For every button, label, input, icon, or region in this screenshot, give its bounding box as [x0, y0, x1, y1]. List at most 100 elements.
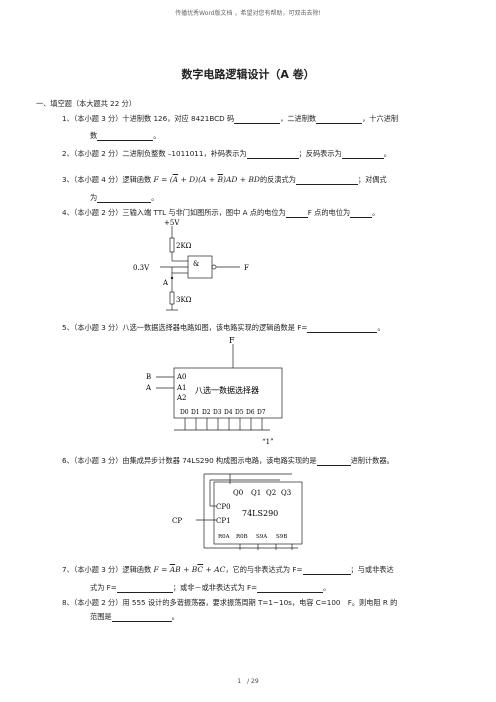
q5-text: 。 — [377, 323, 385, 332]
pin-d7: D7 — [257, 409, 266, 416]
pin-d0: D0 — [180, 409, 189, 416]
q3-formula: F = (A + D)(A + B)AD + BD — [153, 175, 260, 184]
q1-text: ，二进制数 — [280, 114, 317, 123]
q8-text: 。 — [171, 612, 179, 621]
q5-blank[interactable] — [307, 325, 378, 333]
q1-text: ，十六进制 — [362, 114, 399, 123]
logic-one-label: “1” — [262, 438, 274, 446]
question-2: 2、（本小题 2 分）二进制负整数 –1011011，补码表示为 ；反码表示为 。 — [62, 149, 391, 159]
vin-label: 0.3V — [133, 264, 150, 272]
q7-blank-2[interactable] — [116, 585, 173, 593]
pin-d5: D5 — [235, 409, 244, 416]
page-number: 1 / 29 — [237, 678, 259, 685]
pin-q0: Q0 — [233, 489, 243, 497]
pin-d3: D3 — [213, 409, 222, 416]
q4-text: 4、（本小题 2 分）三输入端 TTL 与非门如图所示，图中 A 点的电位为 — [62, 208, 286, 217]
input-b-label: B — [146, 373, 151, 381]
input-a-label: A — [145, 384, 152, 392]
page-title: 数字电路逻辑设计（A 卷） — [181, 68, 315, 81]
pin-q2: Q2 — [266, 489, 276, 497]
question-8: 8、（本小题 2 分）用 555 设计的多谐振荡器，要求振荡周期 T=1~10s… — [62, 598, 397, 608]
pin-q3: Q3 — [281, 489, 291, 497]
q3-blank-2[interactable] — [97, 195, 152, 203]
q1-text: 数 — [90, 131, 98, 140]
r2-label: 3KΩ — [176, 296, 192, 304]
gate-symbol: & — [193, 260, 199, 268]
pin-s9a: S9A — [256, 534, 268, 540]
q3-text: 3、（本小题 4 分）逻辑函数 — [62, 175, 152, 184]
output-label: F — [244, 264, 249, 272]
q3-text: 。 — [151, 193, 159, 202]
banner: 传播优秀Word版文档 ，希望对您有帮助，可双击去除! — [175, 10, 321, 17]
q7-blank-1[interactable] — [302, 567, 351, 575]
q2-text: 2、（本小题 2 分）二进制负整数 –1011011，补码表示为 — [62, 149, 247, 158]
question-7: 7、（本小题 3 分）逻辑函数 F = AB + BC + AC，它的与非表达式… — [62, 565, 394, 575]
pin-r0b: R0B — [236, 534, 248, 540]
q7-text: ；与或非表达 — [350, 565, 394, 574]
q4-blank-1[interactable] — [285, 210, 308, 218]
question-1-cont: 数。 — [90, 131, 160, 141]
mux-figure: F B A A0 A1 A2 八选一数据选择器 D0 D1 D2 D3 D4 D… — [145, 336, 283, 446]
q7-blank-3[interactable] — [257, 585, 324, 593]
q3-blank-1[interactable] — [295, 177, 358, 185]
question-5: 5、（本小题 3 分）八选一数据选择器电路如图，该电路实现的逻辑函数是 F= 。 — [62, 323, 385, 333]
q6-text: 6、（本小题 3 分）由集成异步计数器 74LS290 构成图示电路，该电路实现… — [62, 456, 317, 465]
q6-text: 进制计数器。 — [350, 456, 394, 465]
q8-blank[interactable] — [111, 614, 172, 622]
vcc-label: +5V — [164, 219, 180, 227]
q3-text: 的反演式为 — [259, 175, 296, 184]
q2-text: ；反码表示为 — [298, 149, 342, 158]
pin-a2: A2 — [176, 394, 187, 402]
mux-label: 八选一数据选择器 — [195, 385, 259, 395]
q5-text: 5、（本小题 3 分）八选一数据选择器电路如图，该电路实现的逻辑函数是 F= — [62, 323, 308, 332]
pin-a0: A0 — [176, 373, 187, 381]
q1-text: 。 — [153, 131, 161, 140]
pin-d2: D2 — [202, 409, 211, 416]
question-1: 1、（本小题 3 分）十进制数 126，对应 8421BCD 码 ，二进制数 ，十六… — [62, 114, 398, 124]
node-a-label: A — [162, 279, 169, 287]
q7-formula: F = AB + BC + AC — [153, 565, 226, 574]
q7-text: 7、（本小题 3 分）逻辑函数 — [62, 565, 152, 574]
question-3: 3、（本小题 4 分）逻辑函数 F = (A + D)(A + B)AD + B… — [62, 175, 387, 185]
pin-cp0: CP0 — [216, 503, 231, 511]
question-3-cont: 为。 — [90, 193, 158, 203]
q4-text: 。 — [372, 208, 380, 217]
q7-text: 式为 F= — [90, 583, 117, 592]
q3-text: 为 — [90, 193, 98, 202]
pin-q1: Q1 — [251, 489, 261, 497]
section-heading: 一、填空题（本大题共 22 分） — [36, 99, 136, 108]
pin-d4: D4 — [224, 409, 233, 416]
q7-text: ；或非－或非表达式为 F= — [172, 583, 258, 592]
q1-text: 1、（本小题 3 分）十进制数 126，对应 8421BCD 码 — [62, 114, 235, 123]
q2-blank-2[interactable] — [341, 151, 384, 159]
pin-a1: A1 — [176, 384, 187, 392]
counter-figure: Q0 Q1 Q2 Q3 CP0 74LS290 CP1 CP R0A R0B S… — [172, 473, 303, 550]
pin-cp1: CP1 — [216, 517, 231, 525]
question-7-cont: 式为 F= ；或非－或非表达式为 F= 。 — [90, 583, 330, 593]
q4-blank-2[interactable] — [350, 210, 373, 218]
clock-input-label: CP — [172, 517, 182, 525]
q2-text: 。 — [383, 149, 391, 158]
q7-text: 。 — [323, 583, 331, 592]
q8-text: 范围是 — [90, 612, 112, 621]
pin-r0a: R0A — [218, 534, 231, 540]
q6-blank[interactable] — [316, 458, 351, 466]
question-4: 4、（本小题 2 分）三输入端 TTL 与非门如图所示，图中 A 点的电位为 F … — [62, 208, 379, 218]
ttl-nand-figure: +5V 2KΩ 0.3V & F A 3KΩ — [133, 219, 249, 311]
q7-text: ，它的与非表达式为 F= — [225, 565, 303, 574]
r1-label: 2KΩ — [176, 242, 192, 250]
mux-output-label: F — [229, 336, 235, 345]
question-6: 6、（本小题 3 分）由集成异步计数器 74LS290 构成图示电路，该电路实现… — [62, 456, 394, 466]
q1-blank-1[interactable] — [234, 116, 281, 124]
question-8-cont: 范围是 。 — [90, 612, 179, 622]
q2-blank-1[interactable] — [246, 151, 299, 159]
q8-text: 8、（本小题 2 分）用 555 设计的多谐振荡器，要求振荡周期 T=1~10s… — [62, 598, 398, 607]
q1-blank-3[interactable] — [97, 133, 154, 141]
pin-s9b: S9B — [276, 534, 287, 540]
pin-d6: D6 — [246, 409, 255, 416]
chip-label: 74LS290 — [242, 509, 278, 518]
pin-d1: D1 — [191, 409, 200, 416]
q4-text: F 点的电位为 — [307, 208, 351, 217]
q3-text: ；对偶式 — [357, 175, 387, 184]
q1-blank-2[interactable] — [316, 116, 363, 124]
